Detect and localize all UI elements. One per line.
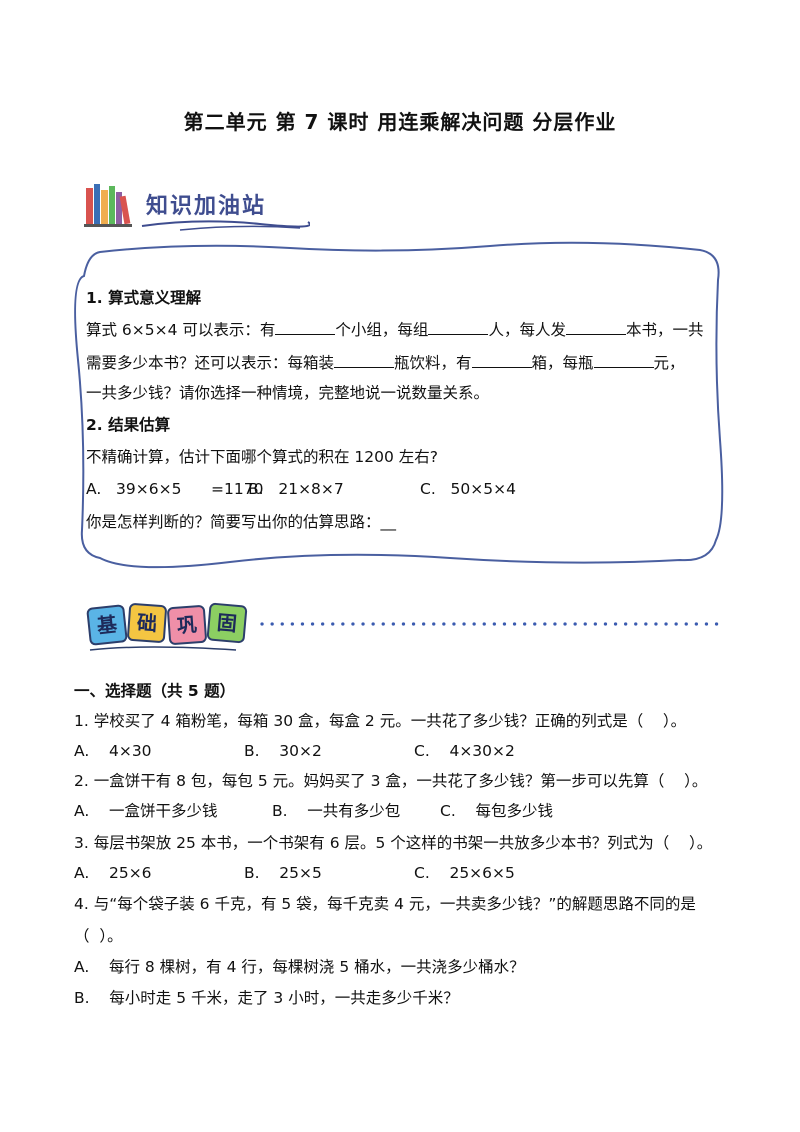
box-line-5: 你是怎样判断的？简要写出你的估算思路：__ <box>86 513 397 531</box>
banner-underline <box>89 646 237 651</box>
knowledge-frame <box>74 241 724 569</box>
banner-knowledge-title: 知识加油站 <box>146 194 267 219</box>
dotted-rule <box>260 622 720 626</box>
q2-option-c: C. 每包多少钱 <box>440 802 553 820</box>
page-title: 第二单元 第 7 课时 用连乘解决问题 分层作业 <box>183 110 617 134</box>
books-icon <box>84 184 132 227</box>
option-b: B. 21×8×7 <box>248 480 344 498</box>
blank <box>334 353 395 368</box>
tile-2: 础 <box>126 602 168 644</box>
question-4-cont: （ ）。 <box>74 927 123 945</box>
blank <box>428 320 489 335</box>
question-2: 2. 一盒饼干有 8 包，每包 5 元。妈妈买了 3 盒，一共花了多少钱？第一步… <box>74 772 708 790</box>
blank <box>275 320 336 335</box>
banner-knowledge: 知识加油站 <box>84 180 310 232</box>
q1-option-a: A. 4×30 <box>74 742 152 760</box>
q2-option-a: A. 一盒饼干多少钱 <box>74 802 218 820</box>
banner-basic: 基 础 巩 固 <box>86 600 726 656</box>
tile-4: 固 <box>206 602 248 644</box>
section-heading: 一、选择题（共 5 题） <box>74 682 236 700</box>
option-c: C. 50×5×4 <box>420 480 516 498</box>
box-line-3: 一共多少钱？请你选择一种情境，完整地说一说数量关系。 <box>86 384 490 402</box>
tile-3: 巩 <box>166 604 208 646</box>
box-line-4: 不精确计算，估计下面哪个算式的积在 1200 左右? <box>86 448 439 466</box>
q3-option-b: B. 25×5 <box>244 864 322 882</box>
question-4: 4. 与“每个袋子装 6 千克，有 5 袋，每千克卖 4 元，一共卖多少钱？”的… <box>74 895 696 913</box>
q4-option-b: B. 每小时走 5 千米，走了 3 小时，一共走多少千米？ <box>74 989 459 1007</box>
tile-1: 基 <box>86 604 128 646</box>
box-heading-1: 1. 算式意义理解 <box>86 289 202 307</box>
blank <box>593 353 654 368</box>
q3-option-c: C. 25×6×5 <box>414 864 515 882</box>
blank <box>565 320 626 335</box>
option-a: A. 39×6×5 =1170 <box>86 480 264 498</box>
box-line-1: 算式 6×5×4 可以表示：有个小组，每组人，每人发本书，一共 <box>86 320 704 339</box>
question-1: 1. 学校买了 4 箱粉笔，每箱 30 盒，每盒 2 元。一共花了多少钱？正确的… <box>74 712 687 730</box>
q1-option-c: C. 4×30×2 <box>414 742 515 760</box>
box-line-2: 需要多少本书？还可以表示：每箱装瓶饮料，有箱，每瓶元， <box>86 353 685 372</box>
q3-option-a: A. 25×6 <box>74 864 152 882</box>
q1-option-b: B. 30×2 <box>244 742 322 760</box>
q2-option-b: B. 一共有多少包 <box>272 802 401 820</box>
question-3: 3. 每层书架放 25 本书，一个书架有 6 层。5 个这样的书架一共放多少本书… <box>74 834 713 852</box>
q4-option-a: A. 每行 8 棵树，有 4 行，每棵树浇 5 桶水，一共浇多少桶水？ <box>74 958 525 976</box>
box-heading-2: 2. 结果估算 <box>86 416 171 434</box>
underline-stroke <box>141 220 310 231</box>
blank <box>471 353 532 368</box>
